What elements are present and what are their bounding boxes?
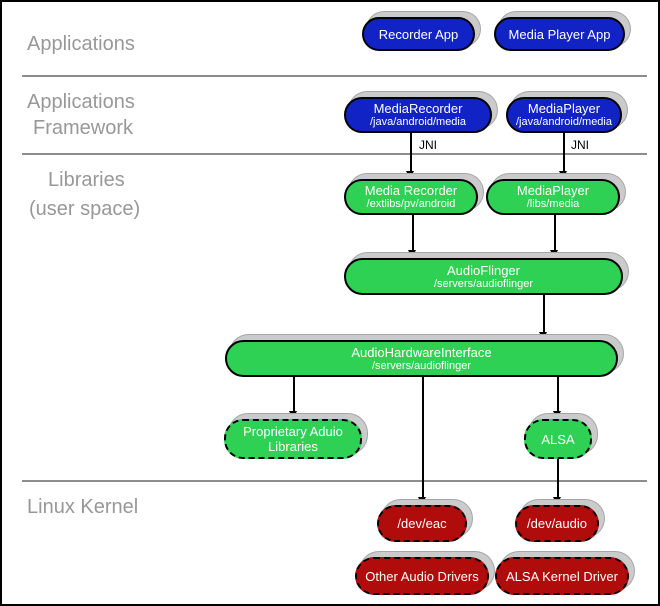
node-path: /extlibs/pv/android: [366, 198, 456, 210]
node-label: Recorder App: [378, 26, 459, 42]
node-title: Proprietary Aduio: [243, 424, 343, 439]
jni-label-right: JNI: [571, 138, 589, 152]
jni-label-left: JNI: [419, 138, 437, 152]
node-audiohardwareinterface: AudioHardwareInterface /servers/audiofli…: [225, 340, 618, 377]
section-label-framework-line2: Framework: [33, 117, 134, 139]
node-proprietary-audio-libraries: Proprietary Aduio Libraries: [224, 419, 362, 459]
divider-applications-framework: [22, 75, 647, 77]
node-title: MediaPlayer: [516, 183, 590, 198]
node-path: /servers/audioflinger: [371, 359, 472, 372]
divider-libraries-kernel: [22, 480, 647, 482]
node-audioflinger: AudioFlinger /servers/audioflinger: [344, 258, 623, 295]
section-label-libraries-line2: (user space): [29, 198, 141, 220]
arrow-ahi-to-alsa: [554, 377, 561, 419]
node-title: AudioFlinger: [447, 262, 520, 278]
arrow-ahi-to-proprietary: [290, 377, 297, 419]
section-label-kernel: Linux Kernel: [27, 496, 139, 518]
arrow-mediaplayer-to-audioflinger: [551, 215, 558, 258]
node-mediaplayer-lib: MediaPlayer /libs/media: [486, 179, 620, 215]
node-title: Media Recorder: [364, 183, 458, 198]
node-alsa-kernel-driver: ALSA Kernel Driver: [495, 557, 629, 595]
node-title: MediaPlayer: [527, 101, 601, 116]
node-dev-eac: /dev/eac: [377, 505, 467, 542]
node-title: AudioHardwareInterface: [351, 344, 492, 360]
node-path: /servers/audioflinger: [433, 277, 534, 290]
divider-framework-libraries: [22, 153, 647, 155]
arrow-alsa-to-dev-audio: [554, 459, 561, 505]
node-dev-audio: /dev/audio: [515, 505, 599, 542]
node-mediarecorder-framework: MediaRecorder /java/android/media: [344, 97, 492, 133]
node-label: /dev/eac: [397, 516, 447, 531]
node-label: ALSA: [541, 431, 575, 447]
node-label: Other Audio Drivers: [365, 568, 479, 584]
node-title: MediaRecorder: [373, 101, 463, 116]
arrow-ahi-to-dev-eac: [419, 377, 426, 505]
node-alsa: ALSA: [524, 419, 592, 459]
arrow-audioflinger-to-ahi: [540, 295, 547, 340]
node-label: ALSA Kernel Driver: [506, 568, 618, 584]
node-media-recorder-lib: Media Recorder /extlibs/pv/android: [344, 179, 478, 215]
node-path: /libs/media: [526, 198, 580, 210]
node-media-player-app: Media Player App: [494, 17, 625, 51]
node-label: Media Player App: [508, 26, 611, 42]
node-recorder-app: Recorder App: [362, 17, 475, 51]
node-path: /java/android/media: [369, 116, 466, 128]
node-mediaplayer-framework: MediaPlayer /java/android/media: [506, 97, 622, 133]
section-label-libraries-line1: Libraries: [48, 169, 125, 191]
arrow-mediarecorder-to-audioflinger: [409, 215, 416, 258]
arrow-mediarecorder-jni: [407, 133, 414, 179]
node-subtitle: Libraries: [268, 439, 318, 454]
section-label-applications: Applications: [27, 33, 135, 55]
node-other-audio-drivers: Other Audio Drivers: [355, 557, 489, 595]
arrow-mediaplayer-jni: [560, 133, 567, 179]
node-path: /java/android/media: [515, 116, 612, 128]
node-label: /dev/audio: [527, 516, 587, 531]
section-label-framework-line1: Applications: [27, 91, 135, 113]
